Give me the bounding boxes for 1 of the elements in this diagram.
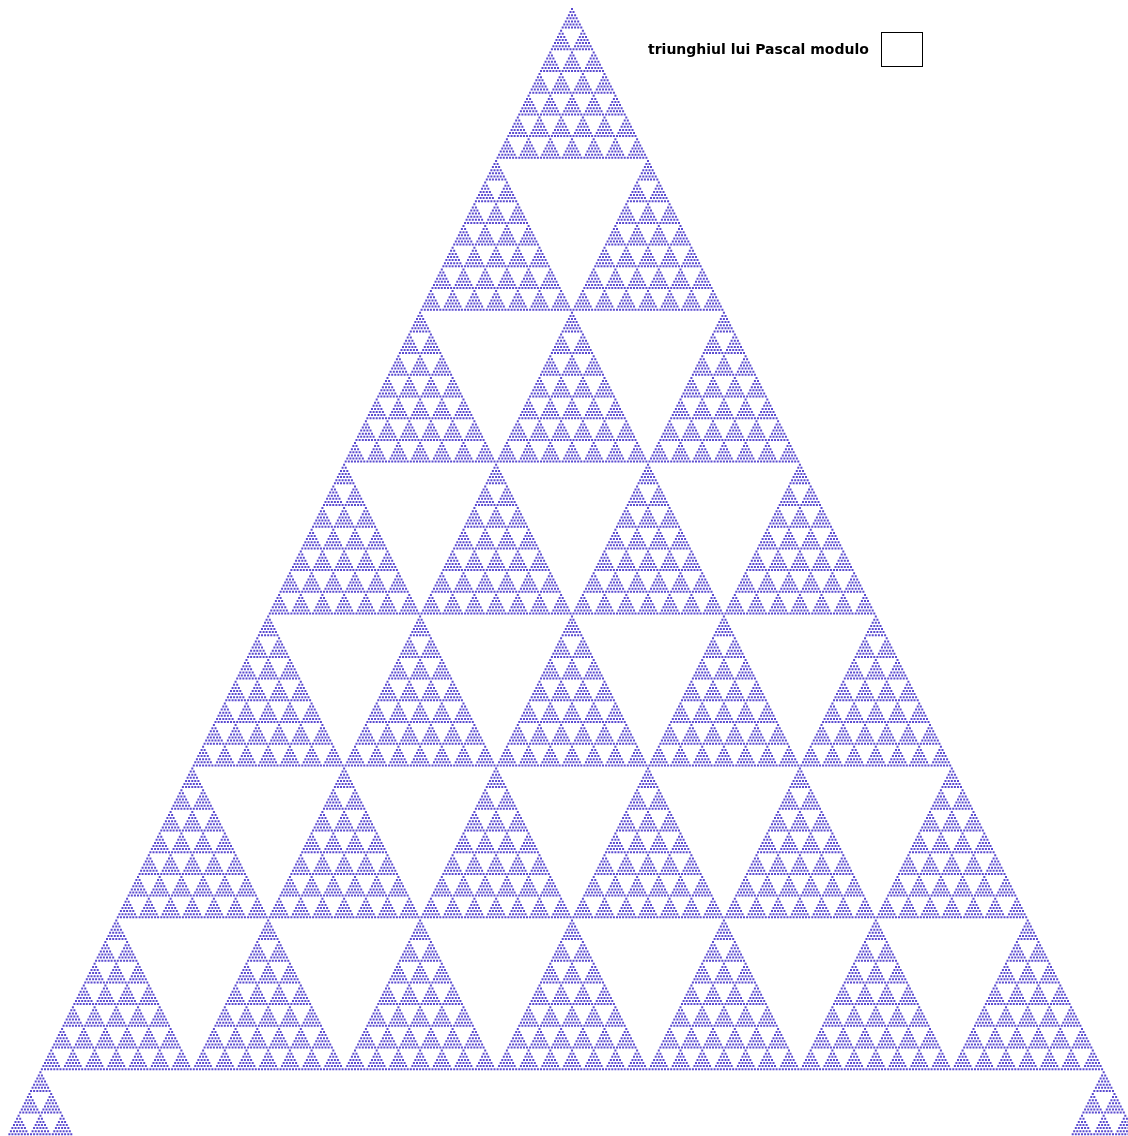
caption-text: triunghiul lui Pascal modulo [648, 40, 869, 59]
